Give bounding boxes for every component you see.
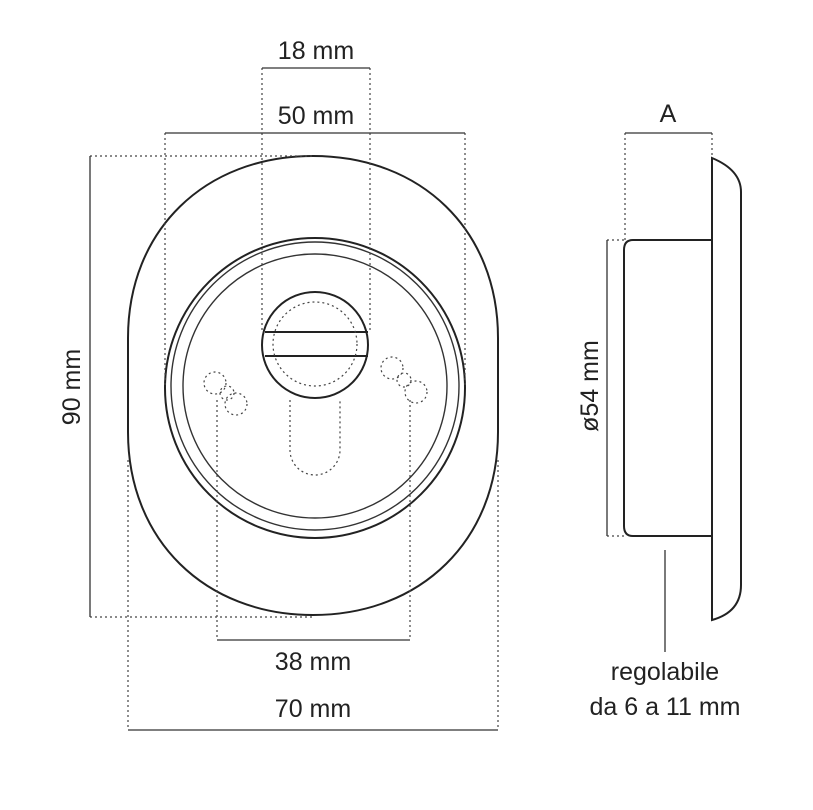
screw-hole-left — [203, 371, 248, 416]
front-view: 18 mm 50 mm 90 mm 38 mm 70 mm — [58, 37, 499, 731]
dim-label-50mm: 50 mm — [278, 102, 354, 130]
ring-inner — [182, 253, 448, 519]
outer-plate-outline — [127, 154, 499, 617]
dim-label-diameter: ø54 mm — [576, 340, 604, 432]
ring-outer — [164, 237, 466, 539]
side-plate-profile — [711, 156, 742, 622]
note-line-2: da 6 a 11 mm — [589, 693, 740, 721]
side-view: A ø54 mm regolabile da 6 a 11 mm — [576, 100, 742, 721]
side-cover-body — [623, 239, 712, 537]
cylinder-hidden — [272, 301, 358, 387]
cylinder-cover — [261, 291, 369, 399]
dim-label-18mm: 18 mm — [278, 37, 354, 65]
dim-label-70mm: 70 mm — [275, 695, 351, 723]
screw-hole-right — [380, 356, 428, 404]
ring-middle — [170, 241, 460, 531]
dim-label-90mm: 90 mm — [58, 349, 86, 425]
dim-label-a: A — [660, 100, 677, 128]
keyway-hidden — [289, 400, 341, 476]
dim-label-38mm: 38 mm — [275, 648, 351, 676]
note-line-1: regolabile — [611, 658, 719, 686]
